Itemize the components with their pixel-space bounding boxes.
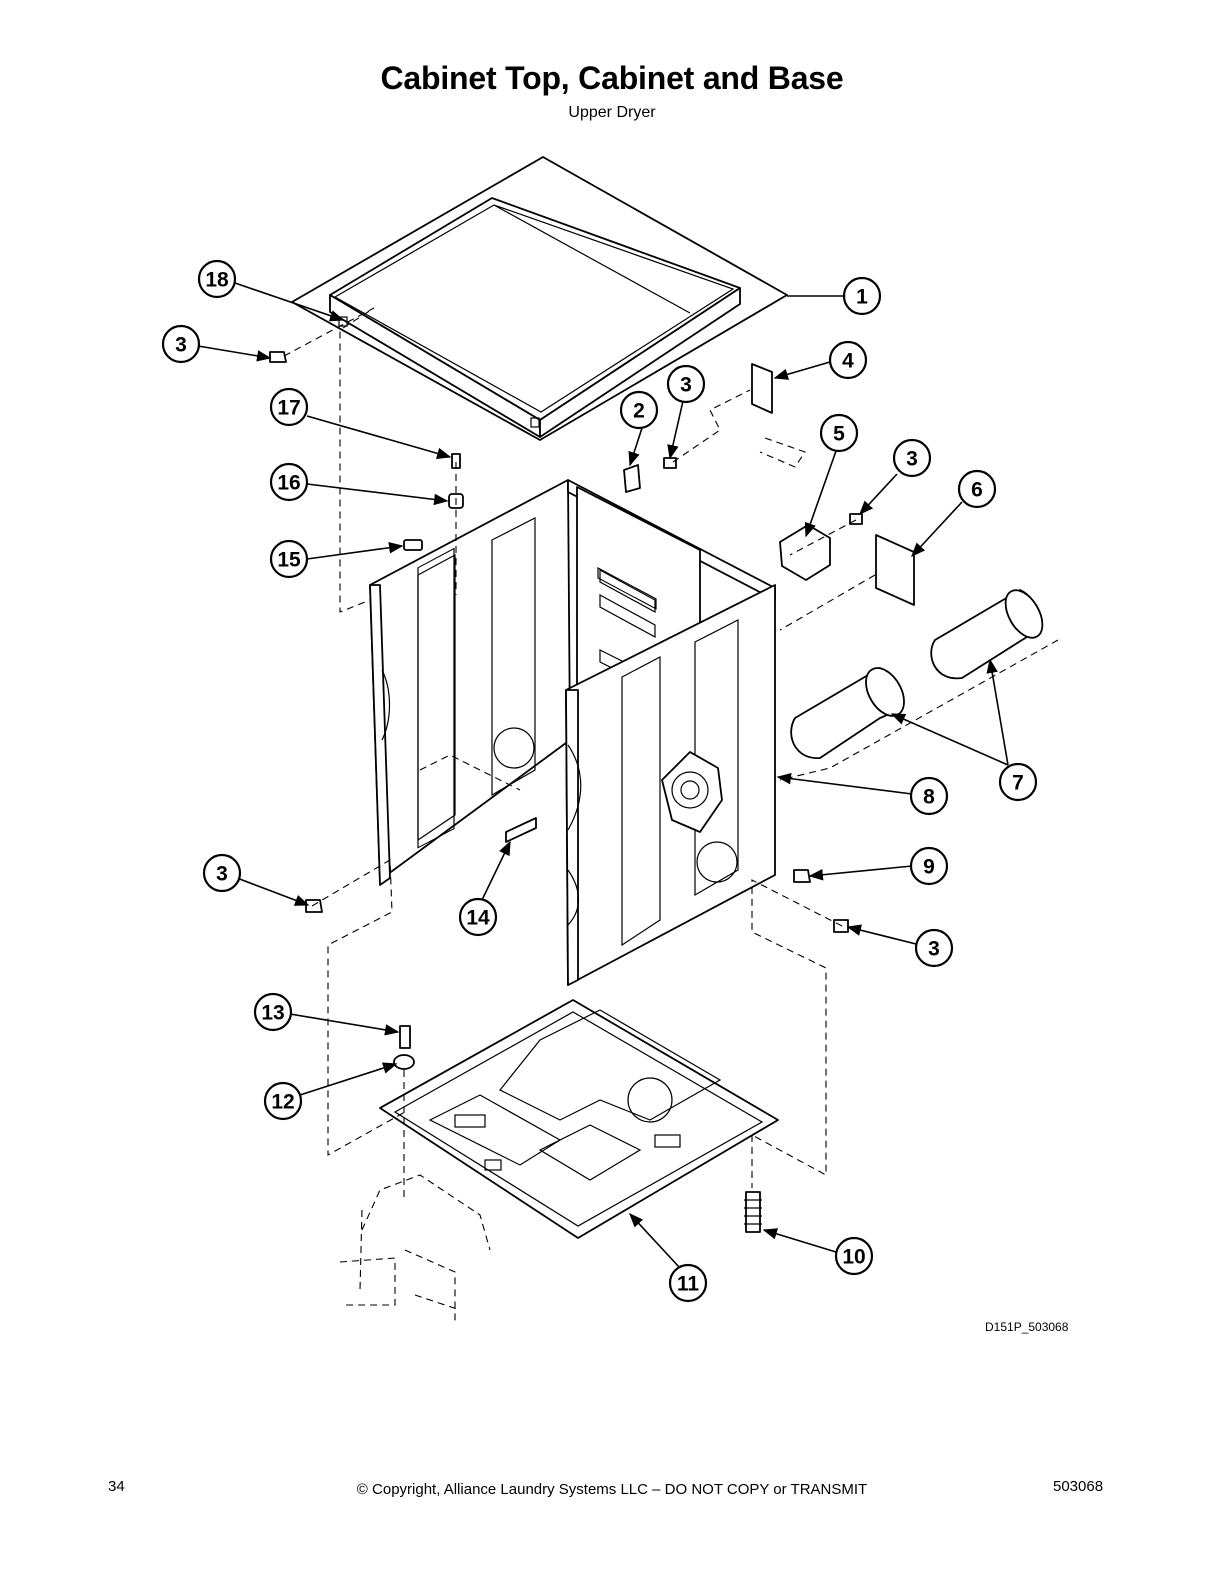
svg-text:9: 9 xyxy=(923,856,935,879)
callout-3: 3 xyxy=(892,438,932,478)
svg-text:14: 14 xyxy=(466,907,490,930)
callout-7: 7 xyxy=(998,762,1038,802)
svg-text:2: 2 xyxy=(633,400,645,423)
callout-3: 3 xyxy=(202,853,242,893)
svg-text:3: 3 xyxy=(680,374,692,397)
cabinet-part xyxy=(369,479,776,986)
svg-text:11: 11 xyxy=(677,1273,700,1296)
svg-text:15: 15 xyxy=(277,549,301,572)
svg-text:17: 17 xyxy=(277,397,300,420)
svg-text:1: 1 xyxy=(856,286,868,309)
document-number: 503068 xyxy=(1053,1478,1104,1495)
callout-10: 10 xyxy=(834,1236,874,1276)
callout-1: 1 xyxy=(842,276,882,316)
callout-3: 3 xyxy=(666,364,706,404)
page-subtitle: Upper Dryer xyxy=(568,104,656,121)
callout-14: 14 xyxy=(458,897,498,937)
svg-text:4: 4 xyxy=(842,350,854,373)
svg-text:18: 18 xyxy=(205,269,229,292)
callout-2: 2 xyxy=(619,390,659,430)
svg-text:10: 10 xyxy=(842,1246,865,1269)
copyright-notice: © Copyright, Alliance Laundry Systems LL… xyxy=(356,1481,868,1498)
dashed-assembly-lines xyxy=(283,307,1059,1325)
callout-9: 9 xyxy=(909,846,949,886)
callout-3: 3 xyxy=(161,324,201,364)
svg-text:3: 3 xyxy=(906,448,918,471)
svg-text:8: 8 xyxy=(923,786,935,809)
callout-3: 3 xyxy=(914,928,954,968)
callout-13: 13 xyxy=(253,992,293,1032)
callout-12: 12 xyxy=(263,1081,303,1121)
callout-4: 4 xyxy=(828,340,868,380)
svg-text:6: 6 xyxy=(971,479,983,502)
svg-text:12: 12 xyxy=(271,1091,294,1114)
svg-text:13: 13 xyxy=(261,1002,284,1025)
svg-text:3: 3 xyxy=(216,863,228,886)
callout-5: 5 xyxy=(819,413,859,453)
svg-text:16: 16 xyxy=(277,472,300,495)
callout-17: 17 xyxy=(269,387,309,427)
page-number: 34 xyxy=(108,1478,125,1495)
base-part xyxy=(379,999,779,1239)
callout-15: 15 xyxy=(269,539,309,579)
svg-text:3: 3 xyxy=(175,334,187,357)
callout-18: 18 xyxy=(197,259,237,299)
svg-text:5: 5 xyxy=(833,423,845,446)
figure-code: D151P_503068 xyxy=(985,1320,1069,1334)
callout-6: 6 xyxy=(957,469,997,509)
callout-16: 16 xyxy=(269,462,309,502)
callout-8: 8 xyxy=(909,776,949,816)
leader-lines xyxy=(197,281,1009,1269)
page-title: Cabinet Top, Cabinet and Base xyxy=(380,60,844,96)
callout-11: 11 xyxy=(668,1263,708,1303)
cabinet-top-part xyxy=(291,156,788,441)
small-hardware-parts xyxy=(269,351,1044,1233)
svg-text:3: 3 xyxy=(928,938,940,961)
svg-text:7: 7 xyxy=(1012,772,1024,795)
